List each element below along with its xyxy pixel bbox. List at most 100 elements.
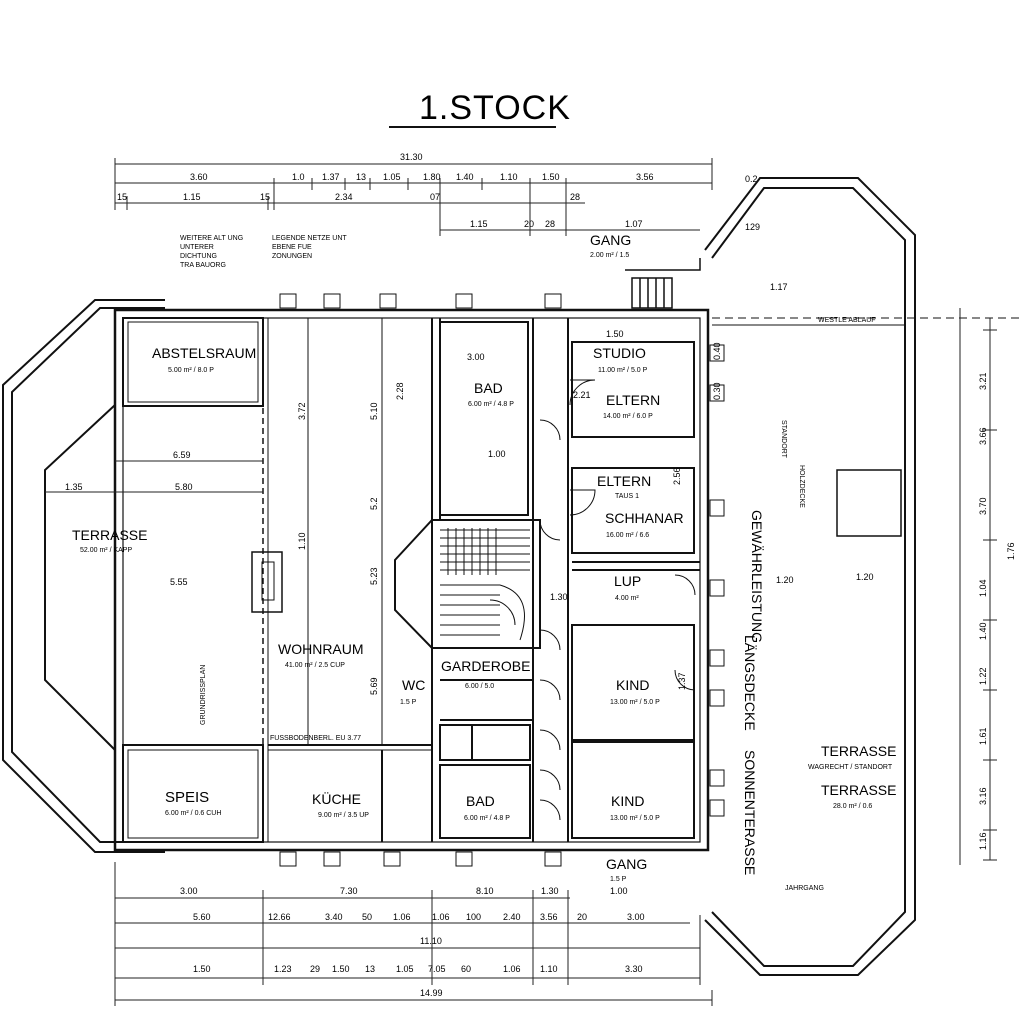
svg-text:LEGENDE NETZE UNT: LEGENDE NETZE UNT [272, 235, 347, 242]
dim-int-12: 1.00 [488, 449, 506, 459]
room-terrasse-west-label: TERRASSE [72, 527, 147, 543]
svg-text:UNTERER: UNTERER [180, 244, 214, 251]
dim-top-3-2: 28 [545, 219, 555, 229]
room-terrasse-east-2-sub: 28.0 m² / 0.6 [833, 803, 872, 810]
dim-bot-3-1: 1.23 [274, 964, 292, 974]
dim-bot-3-8: 1.06 [503, 964, 521, 974]
dim-east-mid: 1.20 [776, 575, 794, 585]
svg-text:EBENE FUE: EBENE FUE [272, 244, 312, 251]
dim-bot-3-6: 7.05 [428, 964, 446, 974]
dim-bot-2-1: 12.66 [268, 912, 291, 922]
dim-top-1-2: 1.37 [322, 172, 340, 182]
interior-walls [122, 317, 700, 843]
dim-bot-1-4: 1.00 [610, 886, 628, 896]
nw-note-1: WEITERE ALT UNG UNTERER DICHTUNG TRA BAU… [180, 235, 243, 269]
dim-top-2-2: 15 [260, 192, 270, 202]
room-schlafen-sub: 16.00 m² / 6.6 [606, 532, 649, 539]
room-bad-lower-sub: 6.00 m² / 4.8 P [464, 815, 510, 822]
terrace-west-outline [2, 299, 165, 853]
room-wc-sub: 1.5 P [400, 699, 417, 706]
chimney [251, 551, 283, 613]
svg-text:DICHTUNG: DICHTUNG [180, 253, 217, 260]
room-gang-bottom-label: GANG [606, 856, 647, 872]
dim-top-1-9: 3.56 [636, 172, 654, 182]
dim-total-bottom-a: 11.10 [420, 936, 442, 946]
dim-bot-1-0: 3.00 [180, 886, 198, 896]
svg-text:WEITERE ALT UNG: WEITERE ALT UNG [180, 235, 243, 242]
dim-west-1: 1.35 [65, 482, 83, 492]
room-studio-label: STUDIO [593, 345, 646, 361]
dim-top-2-1: 1.15 [183, 192, 201, 202]
dim-bot-3-9: 1.10 [540, 964, 558, 974]
dim-bot-2-4: 1.06 [393, 912, 411, 922]
dim-int-15: 0.40 [712, 342, 722, 360]
dim-bot-2-9: 20 [577, 912, 587, 922]
dim-bot-3-2: 29 [310, 964, 320, 974]
dim-int-9: 1.20 [856, 572, 874, 582]
room-lup-sub: 4.00 m² [615, 595, 639, 602]
west-vertical-note: GRUNDRISSPLAN [200, 665, 207, 725]
dim-east-level: 1.17 [770, 282, 788, 292]
room-wc-label: WC [402, 677, 425, 693]
room-abstelsraum-sub: 5.00 m² / 8.0 P [168, 367, 214, 374]
dim-bot-3-4: 13 [365, 964, 375, 974]
room-speis-sub: 6.00 m² / 0.6 CUH [165, 810, 221, 817]
dim-int-13: 2.56 [672, 467, 682, 485]
room-kind-2-sub: 13.00 m² / 5.0 P [610, 815, 660, 822]
dim-bot-3-10: 3.30 [625, 964, 643, 974]
dim-west-0: 6.59 [173, 450, 191, 460]
dim-int-3: 5.10 [369, 402, 379, 420]
dim-top-1-4: 1.05 [383, 172, 401, 182]
dim-top-1-0: 3.60 [190, 172, 208, 182]
dim-west-2: 5.80 [175, 482, 193, 492]
east-vertical-0: GEWÄHRLEISTUNG [749, 510, 765, 643]
dim-right-9: 1.76 [1006, 542, 1016, 560]
dim-right-3: 1.04 [978, 579, 988, 597]
east-vertical-2: HOLZDECKE [798, 465, 805, 508]
east-vertical-1: STANDORT [780, 420, 787, 459]
dim-right-1: 3.66 [978, 427, 988, 445]
dim-top-3-4: 129 [745, 222, 760, 232]
dim-right-0: 3.21 [978, 372, 988, 390]
dim-int-1: 3.00 [467, 352, 485, 362]
room-kind-1-sub: 13.00 m² / 5.0 P [610, 699, 660, 706]
dim-top-1-5: 1.80 [423, 172, 441, 182]
dim-int-6: 5.23 [369, 567, 379, 585]
room-terrasse-west-sub: 52.00 m² / KAPP [80, 547, 132, 554]
dim-bot-2-2: 3.40 [325, 912, 343, 922]
dim-bot-2-10: 3.00 [627, 912, 645, 922]
dim-bot-2-0: 5.60 [193, 912, 211, 922]
terrace-east-outline [704, 177, 1020, 976]
dim-top-1-7: 1.10 [500, 172, 518, 182]
dim-bot-1-2: 8.10 [476, 886, 494, 896]
room-schlafen-label: SCHHANAR [605, 510, 684, 526]
room-garderobe-label: GARDEROBE [441, 658, 530, 674]
dim-int-14: 2.21 [573, 390, 591, 400]
room-terrasse-east-1-sub: WAGRECHT / STANDORT [808, 764, 893, 771]
dim-bot-3-0: 1.50 [193, 964, 211, 974]
svg-text:TRA BAUORG: TRA BAUORG [180, 262, 226, 269]
main-walls [113, 308, 710, 852]
window-marks [279, 293, 725, 867]
dim-bot-2-6: 100 [466, 912, 481, 922]
dim-right-8: 1.16 [978, 832, 988, 850]
dim-top-1-10: 0.2 [745, 174, 758, 184]
dim-total-top: 31.30 [400, 152, 423, 162]
level-note: FUSSBODENBERL. EU 3.77 [270, 735, 361, 742]
east-small-note: JAHRGANG [785, 885, 824, 892]
dim-right-7: 3.16 [978, 787, 988, 805]
dim-int-16: 0.30 [712, 382, 722, 400]
room-bad-upper-sub: 6.00 m² / 4.8 P [468, 401, 514, 408]
dim-right-2: 3.70 [978, 497, 988, 515]
west-dim-lines [45, 460, 263, 493]
dim-right-6: 1.61 [978, 727, 988, 745]
dim-top-3-1: 20 [524, 219, 534, 229]
room-abstelsraum-label: ABSTELSRAUM [152, 345, 256, 361]
room-gang-top-sub: 2.00 m² / 1.5 [590, 252, 629, 259]
room-speis-label: SPEIS [165, 789, 209, 806]
bottom-dimensions [114, 862, 713, 1006]
room-studio-sub: 11.00 m² / 5.0 P [598, 367, 648, 374]
dim-int-11: 1.30 [550, 592, 568, 602]
room-garderobe-sub: 6.00 / 5.0 [465, 683, 494, 690]
